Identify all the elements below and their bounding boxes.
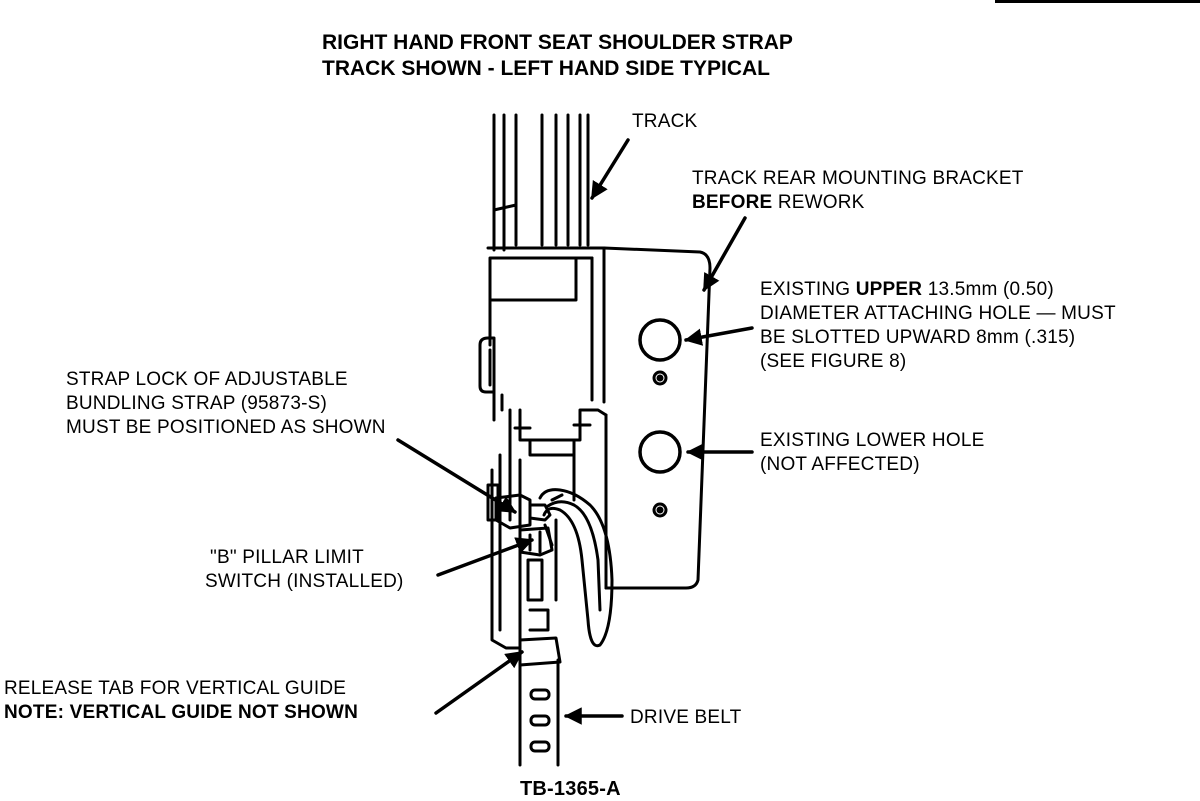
label-track: TRACK bbox=[632, 111, 698, 132]
strap-lock-switch bbox=[486, 483, 562, 667]
label-bracket-rest: REWORK bbox=[772, 192, 865, 213]
label-upper-bold: UPPER bbox=[855, 279, 923, 300]
label-upper-line-1: EXISTING UPPER 13.5mm (0.50) bbox=[760, 278, 1116, 302]
label-upper-prefix: EXISTING bbox=[760, 279, 856, 300]
title-line-1: RIGHT HAND FRONT SEAT SHOULDER STRAP bbox=[322, 31, 793, 54]
title-line-2: TRACK SHOWN - LEFT HAND SIDE TYPICAL bbox=[322, 57, 770, 80]
label-bracket-bold: BEFORE bbox=[692, 192, 773, 213]
label-drive-belt: DRIVE BELT bbox=[630, 707, 742, 728]
label-lower-line-2: (NOT AFFECTED) bbox=[760, 454, 920, 475]
label-pillar-switch: "B" PILLAR LIMIT SWITCH (INSTALLED) bbox=[205, 546, 404, 594]
bundling-strap bbox=[538, 488, 614, 648]
diagram-title: RIGHT HAND FRONT SEAT SHOULDER STRAP TRA… bbox=[322, 30, 793, 82]
label-lower-hole: EXISTING LOWER HOLE (NOT AFFECTED) bbox=[760, 429, 984, 477]
label-upper-suffix: 13.5mm (0.50) bbox=[922, 279, 1054, 300]
label-release-tab: RELEASE TAB FOR VERTICAL GUIDE NOTE: VER… bbox=[4, 677, 358, 725]
label-bracket-line-2: BEFORE REWORK bbox=[692, 191, 1024, 215]
label-upper-line-3: BE SLOTTED UPWARD 8mm (.315) bbox=[760, 327, 1076, 348]
label-release-line-1: RELEASE TAB FOR VERTICAL GUIDE bbox=[4, 678, 347, 699]
track-carriage bbox=[478, 246, 608, 662]
label-strap-line-3: MUST BE POSITIONED AS SHOWN bbox=[66, 417, 386, 438]
figure-id: TB-1365-A bbox=[520, 778, 621, 800]
label-bracket-line-1: TRACK REAR MOUNTING BRACKET bbox=[692, 168, 1024, 189]
label-upper-hole: EXISTING UPPER 13.5mm (0.50) DIAMETER AT… bbox=[760, 278, 1116, 374]
label-strap-lock: STRAP LOCK OF ADJUSTABLE BUNDLING STRAP … bbox=[66, 368, 386, 440]
label-strap-line-2: BUNDLING STRAP (95873-S) bbox=[66, 393, 328, 414]
corner-rule bbox=[995, 0, 1200, 3]
mounting-holes bbox=[638, 318, 682, 518]
drive-belt bbox=[518, 658, 560, 767]
track-rails bbox=[492, 113, 590, 252]
label-lower-line-1: EXISTING LOWER HOLE bbox=[760, 430, 985, 451]
label-bracket: TRACK REAR MOUNTING BRACKET BEFORE REWOR… bbox=[692, 167, 1024, 215]
leader-arrows bbox=[396, 138, 754, 725]
mounting-bracket bbox=[602, 246, 712, 590]
label-upper-line-2: DIAMETER ATTACHING HOLE — MUST bbox=[760, 303, 1116, 324]
label-release-line-2: NOTE: VERTICAL GUIDE NOT SHOWN bbox=[4, 702, 358, 723]
label-pillar-line-1: "B" PILLAR LIMIT bbox=[210, 547, 364, 568]
label-pillar-line-2: SWITCH (INSTALLED) bbox=[205, 571, 404, 592]
label-upper-line-4: (SEE FIGURE 8) bbox=[760, 351, 907, 372]
label-strap-line-1: STRAP LOCK OF ADJUSTABLE bbox=[66, 369, 348, 390]
